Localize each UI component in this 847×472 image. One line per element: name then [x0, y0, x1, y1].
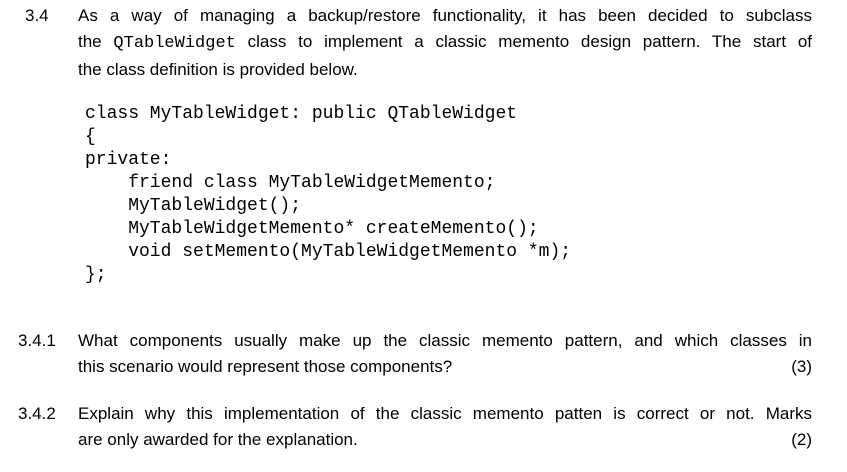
- question-3-4-intro: As a way of managing a backup/restore fu…: [78, 3, 812, 83]
- question-3-4-2: 3.4.2 Explain why this implementation of…: [0, 401, 812, 453]
- code-line: MyTableWidget();: [85, 196, 302, 216]
- code-line: class MyTableWidget: public QTableWidget: [85, 104, 518, 124]
- intro-line-2-pre: the: [78, 32, 114, 51]
- code-line: friend class MyTableWidgetMemento;: [85, 173, 496, 193]
- question-3-4-2-text: Explain why this implementation of the c…: [78, 401, 812, 453]
- question-3-4-2-line-1: Explain why this implementation of the c…: [78, 404, 812, 423]
- question-3-4-1-line-2: this scenario would represent those comp…: [78, 354, 812, 380]
- code-line: private:: [85, 150, 172, 170]
- intro-line-2: the QTableWidget class to implement a cl…: [78, 29, 812, 57]
- question-3-4-1-text: What components usually make up the clas…: [78, 328, 812, 380]
- question-3-4-1: 3.4.1 What components usually make up th…: [0, 328, 812, 380]
- marks-label-3-4-1: (3): [791, 357, 812, 376]
- question-number-3-4: 3.4: [25, 6, 49, 25]
- question-3-4-2-line-2: are only awarded for the explanation. (2…: [78, 427, 812, 453]
- question-3-4: 3.4 As a way of managing a backup/restor…: [0, 3, 812, 83]
- inline-code-qtablewidget: QTableWidget: [113, 34, 236, 53]
- question-3-4-1-line-1: What components usually make up the clas…: [78, 331, 812, 350]
- code-line: };: [85, 265, 107, 285]
- question-3-4-2-line-2-text: are only awarded for the explanation.: [78, 430, 358, 449]
- marks-label-3-4-2: (2): [791, 430, 812, 449]
- intro-line-3: the class definition is provided below.: [78, 60, 358, 79]
- code-line: {: [85, 127, 96, 147]
- intro-line-1: As a way of managing a backup/restore fu…: [78, 6, 812, 25]
- question-number-3-4-2: 3.4.2: [18, 404, 56, 423]
- code-block: class MyTableWidget: public QTableWidget…: [85, 103, 571, 287]
- code-line: MyTableWidgetMemento* createMemento();: [85, 219, 539, 239]
- intro-line-2-post: class to implement a classic memento des…: [235, 32, 813, 51]
- question-3-4-1-line-2-text: this scenario would represent those comp…: [78, 357, 453, 376]
- code-line: void setMemento(MyTableWidgetMemento *m)…: [85, 242, 572, 262]
- question-number-3-4-1: 3.4.1: [18, 331, 56, 350]
